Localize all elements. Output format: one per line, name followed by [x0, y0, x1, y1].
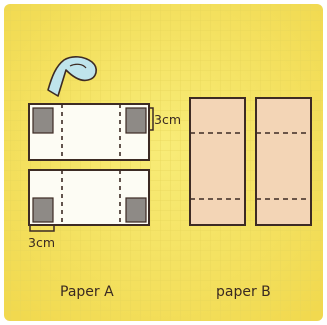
dimension-label-top: 3cm — [154, 112, 181, 127]
corner-square — [33, 108, 53, 133]
paper-b-caption: paper B — [216, 284, 271, 300]
corner-square — [33, 198, 53, 222]
paper-b-right — [256, 98, 311, 225]
corner-square — [126, 108, 146, 133]
paper-a-caption: Paper A — [60, 284, 114, 300]
corner-square — [126, 198, 146, 222]
dimension-label-bottom: 3cm — [28, 235, 55, 250]
paper-a-top — [29, 104, 149, 160]
paper-a-bottom — [29, 170, 149, 225]
paper-b-left — [190, 98, 245, 225]
